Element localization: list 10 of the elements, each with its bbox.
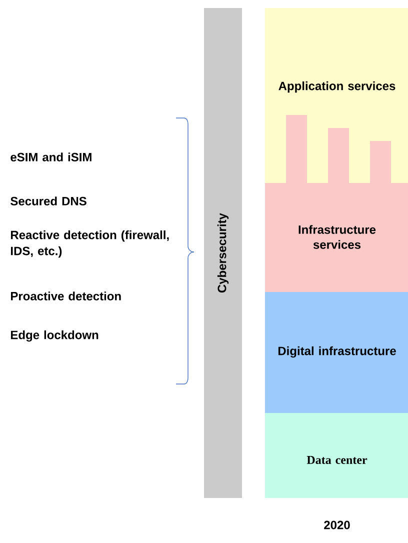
list-item: Secured DNS xyxy=(10,196,86,206)
list-item: Edge lockdown xyxy=(11,330,98,342)
year-label: 2020 xyxy=(324,520,350,530)
data-center-layer: Data center xyxy=(265,413,408,498)
list-item: Reactive detection (firewall, IDS, etc.) xyxy=(11,230,169,258)
list-item: Proactive detection xyxy=(11,292,121,300)
vertical-bar: Cybersecurity xyxy=(204,8,242,498)
list-item: eSIM and iSIM xyxy=(10,152,92,162)
digital-layer: Digital infrastructure xyxy=(265,292,408,413)
infrastructure-layer: Infrastructure services xyxy=(265,115,408,292)
